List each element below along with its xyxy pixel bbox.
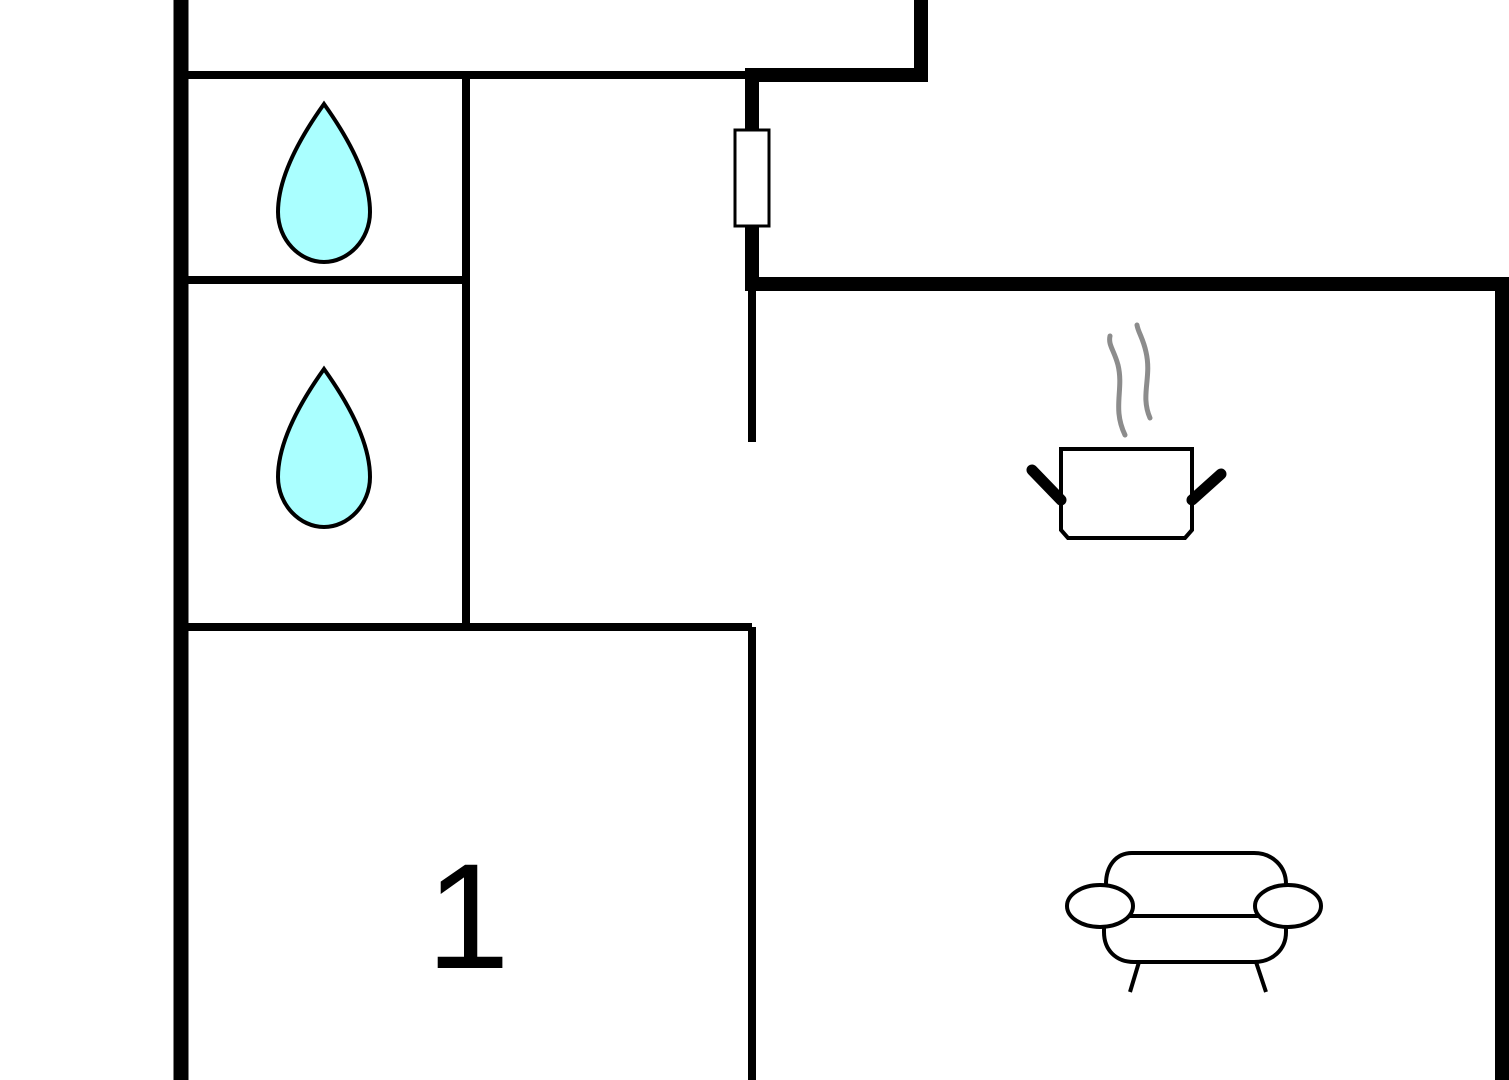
armchair-leg-left xyxy=(1128,961,1141,993)
cooking-pot-icon xyxy=(1026,322,1227,540)
steam-line xyxy=(1107,333,1128,438)
steam-line xyxy=(1134,322,1153,421)
interior-walls xyxy=(181,71,756,1080)
water-drop-icon xyxy=(275,100,373,265)
armchair-icon xyxy=(1065,851,1323,993)
water-drop-shape xyxy=(275,100,373,265)
water-drop-shape xyxy=(275,365,373,530)
armchair-leg-right xyxy=(1254,961,1268,993)
window xyxy=(733,128,771,228)
water-drop-icon xyxy=(275,365,373,530)
pot-body xyxy=(1059,447,1194,540)
pot-handle-right xyxy=(1186,468,1227,506)
armchair-seat xyxy=(1102,914,1288,964)
bedroom-number: 1 xyxy=(426,832,509,1000)
armchair-arm-right xyxy=(1253,883,1323,929)
wall-north-step xyxy=(745,0,928,82)
pot-handle-left xyxy=(1026,464,1067,506)
armchair-arm-left xyxy=(1065,883,1135,929)
